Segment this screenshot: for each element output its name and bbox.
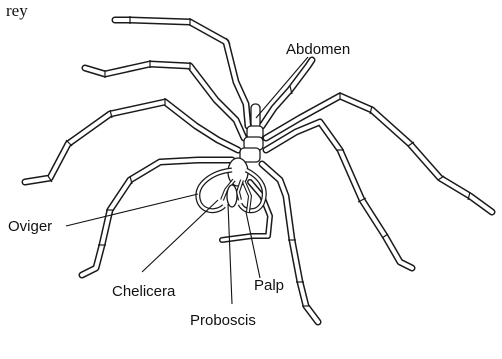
- cropped-caption-fragment: rey: [6, 1, 28, 20]
- leader-palp: [246, 212, 260, 278]
- abdomen-segment: [251, 104, 260, 128]
- label-oviger: Oviger: [8, 218, 52, 235]
- label-palp: Palp: [254, 277, 284, 294]
- leader-abdomen: [256, 57, 308, 118]
- leader-oviger: [66, 194, 198, 226]
- leader-chelicera: [142, 200, 218, 272]
- leg-right-2: [266, 96, 492, 212]
- proboscis: [227, 185, 237, 207]
- label-chelicera: Chelicera: [112, 283, 176, 300]
- leg-lower-right-4: [262, 164, 318, 322]
- leader-proboscis: [228, 204, 232, 304]
- leg-left-3: [25, 102, 238, 182]
- label-proboscis: Proboscis: [190, 312, 256, 329]
- label-abdomen: Abdomen: [286, 41, 350, 58]
